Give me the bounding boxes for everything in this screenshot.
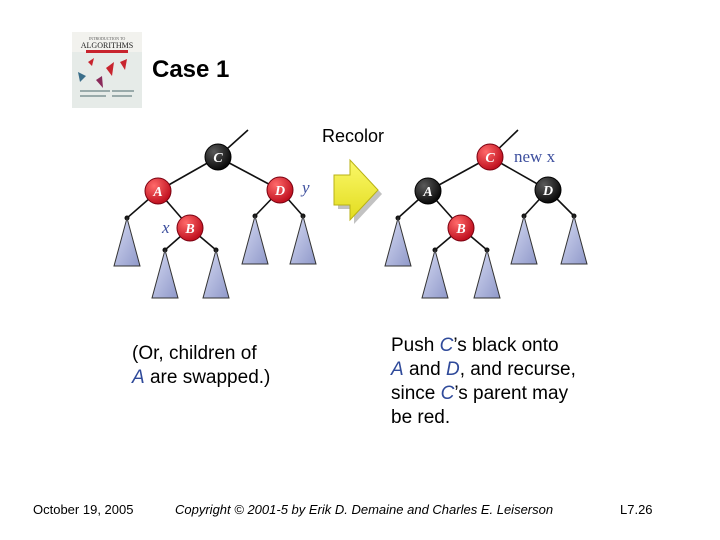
right-tree: C A D B new x xyxy=(384,129,588,299)
footer-slide-number: L7.26 xyxy=(620,502,653,517)
label-x: x xyxy=(161,218,170,237)
note-var-c: C xyxy=(439,335,454,356)
rb-tree-diagram: C A D B x y xyxy=(113,129,588,299)
node-d-red: D xyxy=(266,176,294,204)
node-a-red: A xyxy=(144,177,172,205)
label-y: y xyxy=(300,178,310,197)
svg-text:B: B xyxy=(184,222,194,237)
subtree-triangle xyxy=(289,214,317,265)
note-children-swapped: (Or, children of A are swapped.) xyxy=(132,342,352,390)
node-b-red: B xyxy=(176,214,204,242)
note-text: and xyxy=(403,359,446,380)
note-var-d: D xyxy=(445,359,460,380)
footer-copyright: Copyright © 2001-5 by Erik D. Demaine an… xyxy=(175,502,554,517)
subtree-triangle xyxy=(384,216,412,267)
note-push-black: Push C’s black onto A and D, and recurse… xyxy=(391,334,651,430)
note-text: ’s black onto xyxy=(453,335,559,356)
note-text: , and recurse, xyxy=(459,359,576,380)
svg-text:INTRODUCTION TO: INTRODUCTION TO xyxy=(89,36,126,41)
note-text: Push xyxy=(391,335,440,356)
note-text: ’s parent may xyxy=(454,383,569,404)
subtree-triangle xyxy=(202,248,230,299)
subtree-triangle xyxy=(510,214,538,265)
svg-text:D: D xyxy=(542,184,553,199)
recolor-arrow xyxy=(333,158,382,224)
note-text: since xyxy=(391,383,441,404)
subtree-triangle xyxy=(473,248,501,299)
node-d-black: D xyxy=(534,176,562,204)
node-c-black: C xyxy=(204,143,232,171)
subtree-triangle xyxy=(113,216,141,267)
note-left-var-a: A xyxy=(132,367,145,388)
svg-text:A: A xyxy=(152,185,162,200)
book-cover-image: INTRODUCTION TO ALGORITHMS xyxy=(72,32,142,108)
svg-text:A: A xyxy=(422,185,432,200)
node-a-black: A xyxy=(414,177,442,205)
subtree-triangle xyxy=(560,214,588,265)
node-b-red: B xyxy=(447,214,475,242)
node-c-red: C xyxy=(476,143,504,171)
note-text: be red. xyxy=(391,407,451,428)
subtree-triangle xyxy=(241,214,269,265)
slide-title: Case 1 xyxy=(152,56,230,83)
left-tree: C A D B x y xyxy=(113,129,317,299)
svg-text:D: D xyxy=(274,184,285,199)
subtree-triangle xyxy=(151,248,179,299)
book-cover-title: ALGORITHMS xyxy=(81,41,133,50)
subtree-triangle xyxy=(421,248,449,299)
recolor-label: Recolor xyxy=(322,126,385,146)
note-var-c: C xyxy=(440,383,455,404)
note-left-line2: are swapped.) xyxy=(144,367,271,388)
label-new-x: new x xyxy=(514,147,556,166)
svg-text:C: C xyxy=(485,151,495,166)
svg-text:C: C xyxy=(213,151,223,166)
footer-date: October 19, 2005 xyxy=(33,502,134,517)
note-left-line1: (Or, children of xyxy=(132,343,257,364)
note-var-a: A xyxy=(391,359,404,380)
svg-text:B: B xyxy=(455,222,465,237)
